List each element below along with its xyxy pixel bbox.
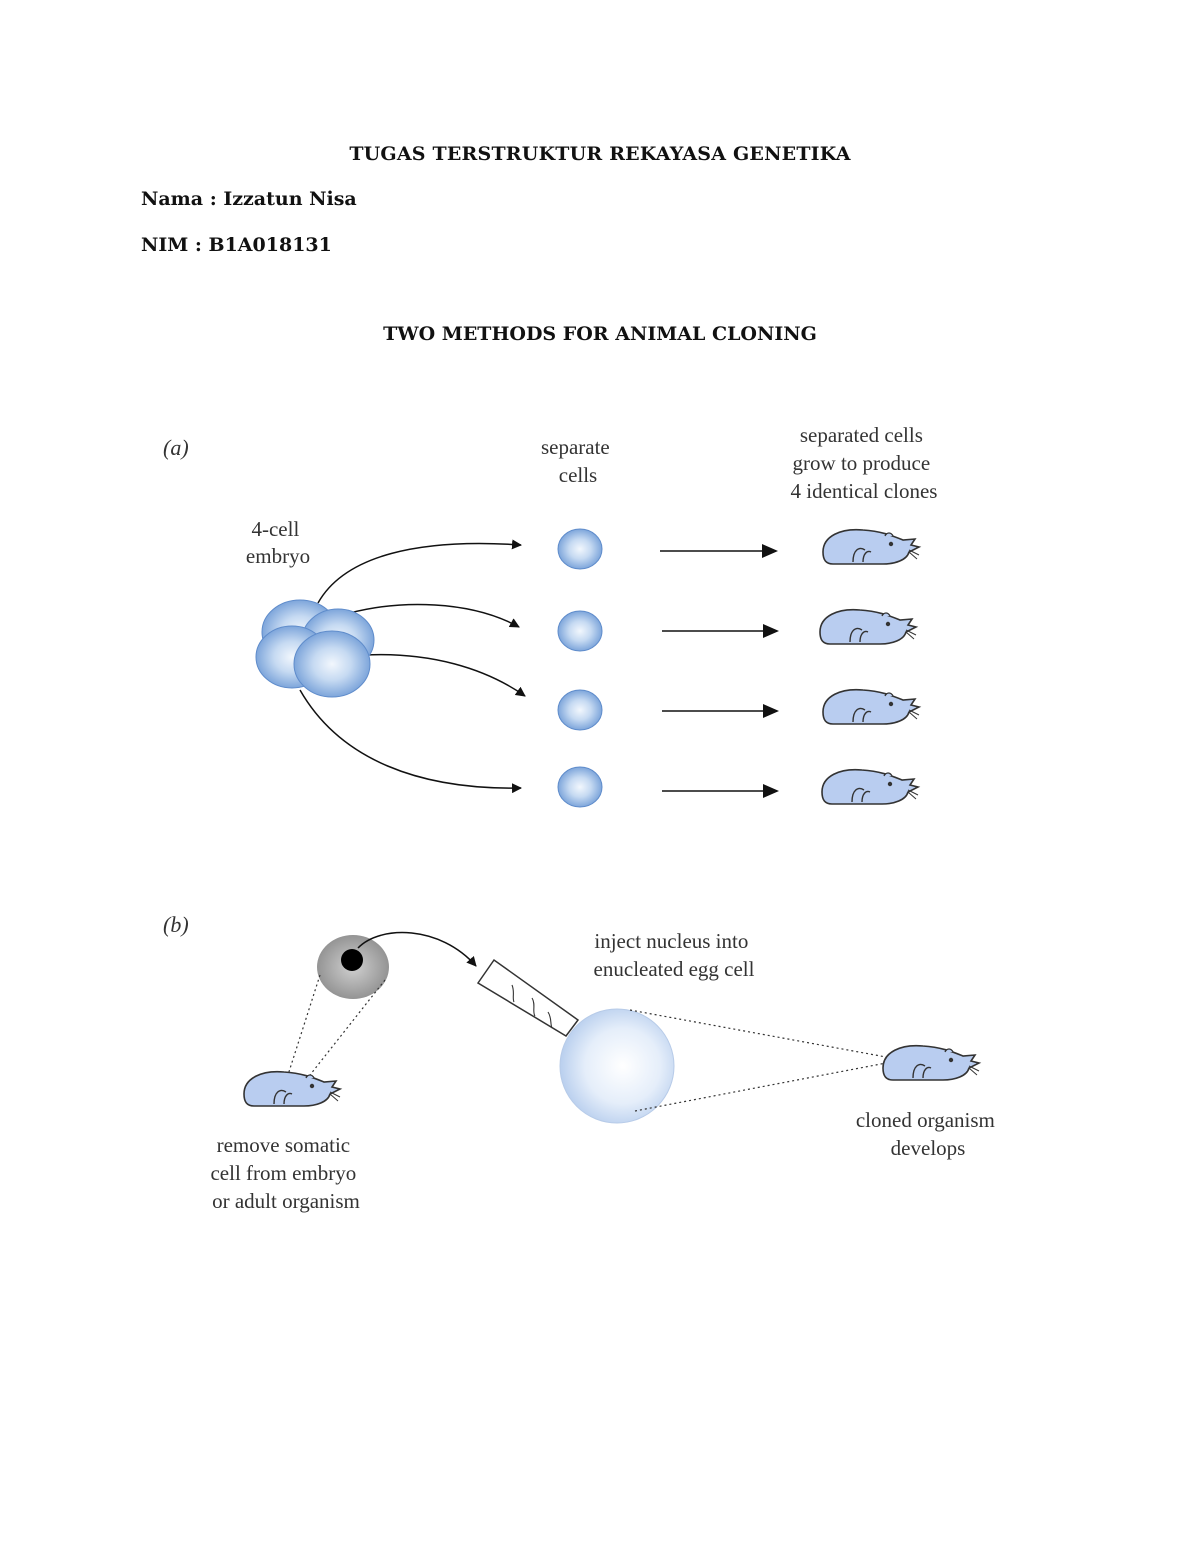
cloned-organism-label: cloned organism develops <box>856 1108 1000 1160</box>
remove-somatic-label: remove somatic cell from embryo or adult… <box>210 1133 361 1213</box>
cloned-organism <box>883 1046 979 1080</box>
clones-label: separated cells grow to produce 4 identi… <box>791 423 938 503</box>
separate-cells <box>558 529 602 807</box>
pipette <box>478 960 578 1036</box>
inject-label: inject nucleus into enucleated egg cell <box>594 929 755 981</box>
enucleated-egg-cell <box>560 1009 674 1123</box>
panel-a-label: (a) <box>163 435 189 460</box>
identical-clones <box>820 530 919 804</box>
separate-cells-label: separate cells <box>541 435 615 487</box>
embryo-label: 4-cell embryo <box>246 517 310 568</box>
donor-organism <box>244 1072 340 1106</box>
growth-arrows <box>660 551 777 791</box>
four-cell-embryo <box>256 600 374 697</box>
panel-b-label: (b) <box>163 912 189 937</box>
